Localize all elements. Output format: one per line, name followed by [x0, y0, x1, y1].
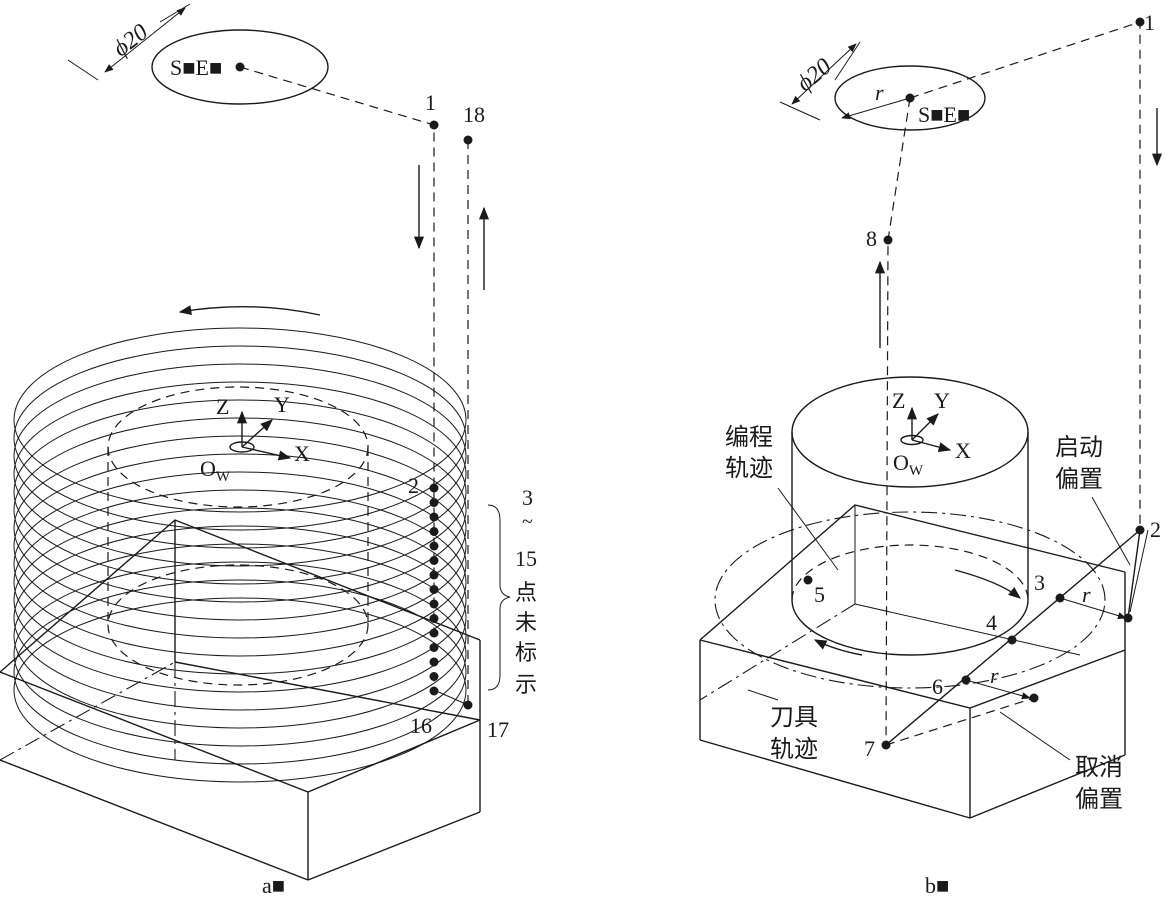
range-tilde-a: ~: [522, 511, 533, 533]
point-16-a: 16: [410, 713, 432, 738]
axis-x-b: X: [955, 438, 971, 463]
helix-ring: [13, 507, 467, 693]
radius-label-b: r: [875, 80, 884, 105]
helix-ring: [13, 435, 467, 621]
start-end-circle-a: ϕ20 S■E■: [67, 3, 329, 105]
block-b: [699, 504, 1126, 819]
axis-x-a: X: [294, 441, 310, 466]
tool-path-line1: 刀具: [770, 703, 818, 731]
inner-cylinder-a: [107, 386, 369, 686]
block-a: [0, 519, 481, 881]
helix-ring: [13, 417, 467, 603]
helix-ring: [13, 345, 467, 531]
range-bottom-a: 15: [515, 546, 537, 571]
helix-ring: [13, 579, 467, 765]
point-17-a: 17: [487, 717, 509, 742]
origin-b: OW: [893, 450, 924, 479]
diameter-label-a: ϕ20: [108, 19, 153, 62]
point-6-b: 6: [932, 674, 943, 699]
cancel-offset-line1: 取消: [1075, 753, 1123, 781]
helix-point: [429, 643, 439, 652]
axis-y-a: Y: [274, 392, 290, 417]
start-end-circle-b: ϕ20 r S■E■: [779, 41, 986, 131]
point-3-b: 3: [1034, 570, 1045, 595]
helix-point: [429, 541, 439, 551]
point-8-b: 8: [866, 226, 877, 251]
helix-ring: [13, 381, 467, 567]
helix-ring: [13, 471, 467, 657]
helix-point: [429, 483, 439, 493]
start-offset-line1: 启动: [1055, 433, 1103, 461]
point-18-a: 18: [463, 102, 485, 127]
helix-point: [429, 599, 439, 609]
helix-ring: [13, 363, 467, 549]
helix-point: [429, 556, 439, 565]
start-end-label-b: S■E■: [918, 102, 970, 127]
helix-ring: [13, 597, 467, 783]
tool-path-line2: 轨迹: [770, 735, 818, 763]
point-5-b: 5: [814, 582, 825, 607]
helix-point: [429, 498, 439, 507]
diameter-label-b: ϕ20: [792, 54, 837, 97]
offset-lines-b: [885, 529, 1149, 746]
helix-point: [429, 672, 439, 681]
helix-ring: [13, 453, 467, 639]
axis-y-b: Y: [934, 388, 950, 413]
radius-label-b3: r: [990, 663, 999, 688]
helix-ring: [13, 327, 467, 513]
point-2-b: 2: [1150, 517, 1161, 542]
helix-point: [429, 657, 439, 667]
start-offset-line2: 偏置: [1055, 465, 1103, 493]
start-end-label-a: S■E■: [170, 55, 222, 80]
point-7-b: 7: [864, 736, 875, 761]
radius-label-b2: r: [1082, 582, 1091, 607]
panel-a: ϕ20 S■E■ 1 18: [0, 3, 537, 898]
axes-b: Z Y X OW: [892, 388, 971, 479]
programmed-path-line2: 轨迹: [725, 454, 773, 482]
programmed-path-line1: 编程: [725, 423, 773, 451]
range-note-1-a: 点: [515, 581, 537, 606]
helix-point: [429, 527, 439, 536]
point-1-a: 1: [425, 90, 436, 115]
helix-ring: [13, 489, 467, 675]
axis-z-a: Z: [216, 394, 229, 419]
helix-point: [429, 614, 439, 623]
panel-b: ϕ20 r S■E■ 1 8: [699, 10, 1163, 898]
cancel-offset-line2: 偏置: [1075, 785, 1123, 813]
axis-z-b: Z: [892, 388, 905, 413]
helix-point: [429, 628, 439, 638]
helix-point: [429, 570, 439, 580]
helix-point: [429, 686, 439, 696]
point-1-b: 1: [1144, 10, 1155, 35]
caption-b: b■: [925, 873, 949, 898]
origin-a: OW: [200, 456, 231, 485]
helix-points: [429, 483, 439, 696]
cylinder-b: [791, 376, 1029, 656]
axes-a: Z Y X OW: [200, 392, 310, 485]
point-4-b: 4: [986, 610, 997, 635]
helix-point: [429, 585, 439, 594]
helix-point: [429, 512, 439, 522]
point-2-a: 2: [408, 473, 419, 498]
range-note-3-a: 标: [515, 641, 537, 666]
helix-ring: [13, 399, 467, 585]
range-note-2-a: 未: [515, 611, 537, 636]
helix-ring: [13, 525, 467, 711]
helix-ring: [13, 561, 467, 747]
range-top-a: 3: [522, 485, 533, 510]
helix-ring: [13, 543, 467, 729]
caption-a: a■: [262, 873, 285, 898]
range-note-4-a: 示: [515, 673, 537, 698]
